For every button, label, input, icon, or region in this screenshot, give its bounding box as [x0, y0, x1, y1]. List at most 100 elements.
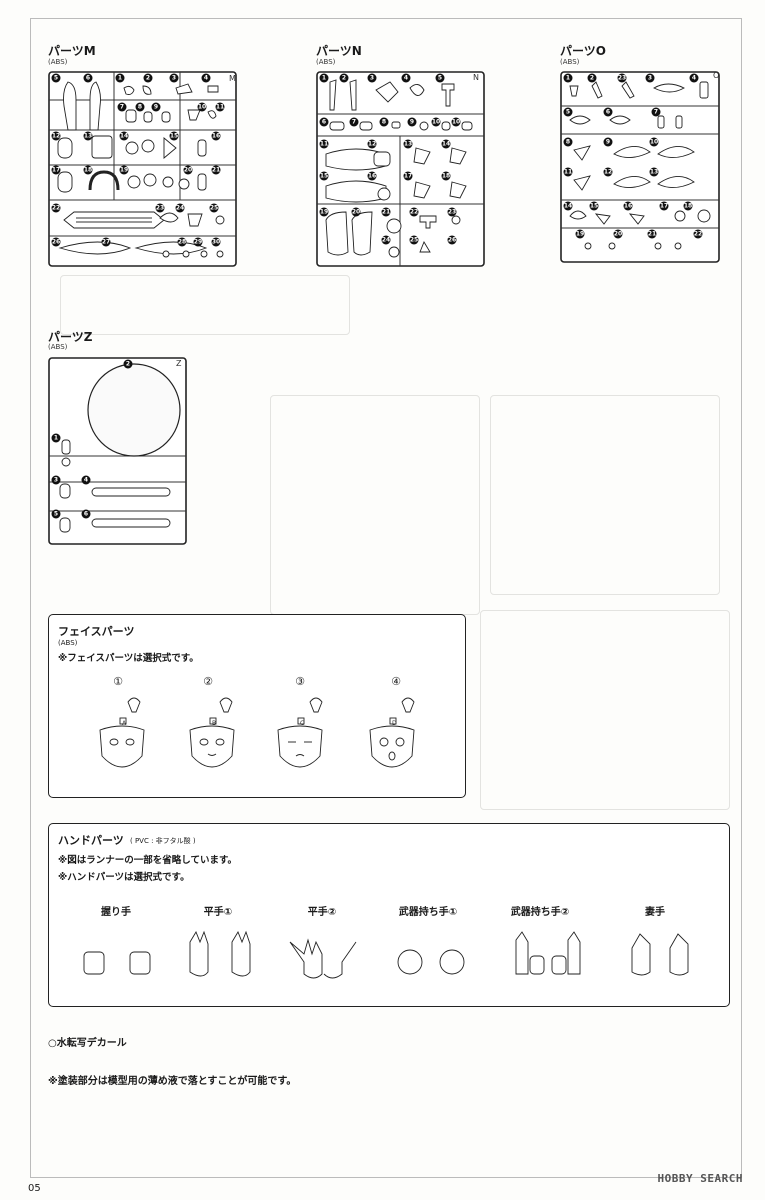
- hand-elegant: [631, 933, 689, 976]
- bleed-through-panel: [490, 395, 720, 595]
- svg-text:10: 10: [432, 119, 440, 126]
- page-number: 05: [28, 1183, 41, 1194]
- svg-text:5: 5: [438, 75, 442, 82]
- svg-text:27: 27: [102, 239, 110, 246]
- runner-n-title: パーツN: [316, 44, 362, 58]
- svg-text:7: 7: [352, 119, 356, 126]
- runner-m-material: (ABS): [48, 58, 68, 66]
- svg-text:10: 10: [198, 104, 206, 111]
- hand-open-1: [189, 930, 251, 977]
- runner-o-tag: O: [713, 71, 720, 80]
- svg-text:3: 3: [370, 75, 374, 82]
- runner-n-tag: N: [473, 73, 479, 82]
- svg-text:25: 25: [410, 237, 418, 244]
- runner-z-diagram: 2 1 3 4 5 6: [48, 357, 187, 545]
- svg-text:22: 22: [410, 209, 418, 216]
- svg-text:11: 11: [216, 104, 224, 111]
- svg-text:14: 14: [442, 141, 450, 148]
- svg-text:14: 14: [564, 203, 572, 210]
- svg-text:11: 11: [320, 141, 328, 148]
- svg-text:1: 1: [54, 435, 58, 442]
- runner-m-diagram: 5 6 1 2 3 4 7 8 9 10 11 12 13 14 15 16 1…: [48, 71, 237, 267]
- svg-text:2: 2: [590, 75, 594, 82]
- svg-text:8: 8: [566, 139, 570, 146]
- hand-type-label: 平手①: [203, 907, 233, 918]
- svg-text:24: 24: [382, 237, 390, 244]
- svg-text:2: 2: [342, 75, 346, 82]
- svg-text:23: 23: [156, 205, 164, 212]
- svg-text:16: 16: [212, 133, 220, 140]
- hand-open-2: [289, 938, 357, 979]
- svg-text:25: 25: [210, 205, 218, 212]
- svg-text:9: 9: [410, 119, 414, 126]
- svg-text:3: 3: [172, 75, 176, 82]
- face-option-b: [189, 697, 235, 768]
- svg-text:22: 22: [694, 231, 702, 238]
- svg-text:10: 10: [650, 139, 658, 146]
- svg-text:20: 20: [614, 231, 622, 238]
- svg-text:20: 20: [352, 209, 360, 216]
- face-option-number: ③: [295, 675, 305, 688]
- decal-heading: ○水転写デカール: [48, 1038, 127, 1049]
- svg-text:5: 5: [54, 511, 58, 518]
- face-option-number: ①: [113, 675, 123, 688]
- svg-text:2: 2: [146, 75, 150, 82]
- svg-text:20: 20: [184, 167, 192, 174]
- runner-z-title: パーツZ: [48, 330, 93, 344]
- svg-text:23: 23: [618, 75, 626, 82]
- svg-text:7: 7: [120, 104, 124, 111]
- svg-text:28: 28: [178, 239, 186, 246]
- svg-text:6: 6: [606, 109, 610, 116]
- hand-parts-title: ハンドパーツ: [58, 834, 124, 847]
- svg-text:5: 5: [54, 75, 58, 82]
- svg-text:26: 26: [448, 237, 456, 244]
- svg-text:6: 6: [322, 119, 326, 126]
- svg-text:6: 6: [86, 75, 90, 82]
- svg-text:19: 19: [576, 231, 584, 238]
- runner-o-title: パーツO: [560, 44, 606, 58]
- svg-text:29: 29: [194, 239, 202, 246]
- svg-text:13: 13: [404, 141, 412, 148]
- svg-text:19: 19: [120, 167, 128, 174]
- svg-text:19: 19: [320, 209, 328, 216]
- svg-text:12: 12: [52, 133, 60, 140]
- runner-o-diagram: 1 2 23 3 4 5 6 7 8 9 10 11 12 13 14 15 1…: [560, 71, 720, 263]
- watermark-text: HOBBY SEARCH: [657, 1172, 743, 1185]
- runner-z-tag: Z: [176, 359, 182, 368]
- face-option-letter: A: [122, 720, 127, 727]
- hand-fist: [83, 951, 151, 975]
- bleed-through-panel: [480, 610, 730, 810]
- hand-weapon-grip-2: [515, 931, 581, 975]
- svg-text:23: 23: [448, 209, 456, 216]
- bleed-through-panel: [60, 275, 350, 335]
- svg-text:9: 9: [606, 139, 610, 146]
- paint-removal-note: ※塗装部分は模型用の薄め液で落とすことが可能です。: [48, 1076, 297, 1087]
- svg-text:5: 5: [566, 109, 570, 116]
- svg-text:15: 15: [170, 133, 178, 140]
- svg-text:3: 3: [648, 75, 652, 82]
- hand-type-label: 妻手: [645, 907, 665, 918]
- svg-text:7: 7: [654, 109, 658, 116]
- hand-type-label: 武器持ち手②: [510, 907, 570, 918]
- face-parts-illustration: [99, 697, 415, 768]
- runner-z-material: (ABS): [48, 343, 68, 351]
- svg-text:24: 24: [176, 205, 184, 212]
- face-option-letter: D: [392, 720, 397, 727]
- svg-text:17: 17: [52, 167, 60, 174]
- svg-text:12: 12: [368, 141, 376, 148]
- runner-m-tag: M: [229, 74, 236, 83]
- face-option-letter: B: [212, 720, 217, 727]
- face-parts-box: [48, 614, 466, 798]
- svg-text:1: 1: [118, 75, 122, 82]
- svg-text:21: 21: [648, 231, 656, 238]
- face-option-letter: C: [300, 720, 305, 727]
- svg-text:4: 4: [204, 75, 208, 82]
- svg-text:15: 15: [320, 173, 328, 180]
- svg-text:1: 1: [322, 75, 326, 82]
- svg-text:18: 18: [84, 167, 92, 174]
- svg-text:15: 15: [590, 203, 598, 210]
- hand-parts-note-selectable: ※ハンドパーツは選択式です。: [58, 872, 190, 883]
- svg-text:12: 12: [604, 169, 612, 176]
- svg-text:11: 11: [564, 169, 572, 176]
- hand-parts-material: ( PVC : 非フタル酸 ): [130, 837, 196, 845]
